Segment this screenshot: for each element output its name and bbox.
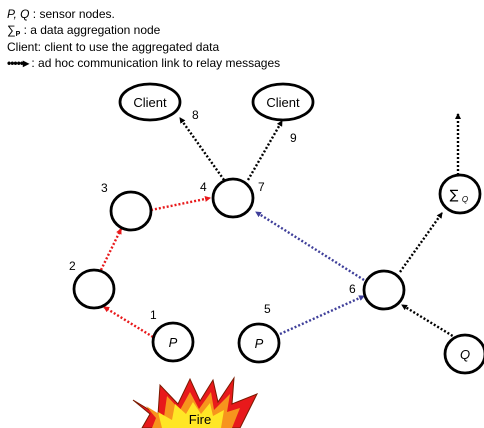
step-label-7: 7 bbox=[258, 180, 265, 194]
sensor-node-p1 bbox=[151, 321, 195, 363]
link-q-to-node6 bbox=[401, 303, 457, 340]
step-label-4: 4 bbox=[200, 180, 207, 194]
fire-label: Fire bbox=[189, 412, 211, 427]
legend-sigma-subscript: P bbox=[15, 31, 21, 38]
link-node6-to-node7 bbox=[255, 210, 365, 282]
link-node7-to-client-left bbox=[179, 117, 225, 181]
link-node3-to-node7 bbox=[150, 196, 211, 212]
legend-link: •••••▸ : ad hoc communication link to re… bbox=[7, 56, 280, 70]
sensor-q-label: Q bbox=[460, 347, 470, 362]
client-node-right bbox=[251, 82, 315, 122]
relay-node-7 bbox=[211, 177, 255, 219]
legend-sensor-text: : sensor nodes. bbox=[29, 7, 115, 21]
sigma-icon: ∑ bbox=[7, 23, 16, 37]
dotted-arrow-icon: •••••▸ bbox=[7, 56, 29, 70]
link-p1-to-node2 bbox=[103, 305, 154, 339]
step-label-1: 1 bbox=[150, 308, 157, 322]
sensor-node-q bbox=[443, 333, 484, 375]
sigma-icon: ∑ bbox=[450, 188, 459, 203]
client-left-label: Client bbox=[133, 95, 167, 110]
sigma-node-subscript: Q bbox=[462, 195, 468, 204]
sigma-node bbox=[438, 173, 482, 215]
relay-node-2 bbox=[72, 268, 116, 310]
step-label-5: 5 bbox=[264, 302, 271, 316]
client-node-left bbox=[118, 82, 182, 122]
links bbox=[99, 113, 461, 340]
legend-sensor-nodes: P, Q : sensor nodes. bbox=[7, 7, 115, 21]
legend-aggregation-node: ∑P : a data aggregation node bbox=[7, 23, 160, 42]
relay-node-6 bbox=[362, 269, 406, 311]
step-label-8: 8 bbox=[192, 108, 199, 122]
link-node2-to-node3 bbox=[99, 228, 123, 271]
legend-link-text: : ad hoc communication link to relay mes… bbox=[28, 56, 281, 70]
nodes: Client Client ∑ Q P P Q bbox=[72, 82, 484, 375]
sensor-p1-label: P bbox=[169, 335, 178, 350]
legend-sensor-vars: P, Q bbox=[7, 7, 30, 21]
client-right-label: Client bbox=[266, 95, 300, 110]
link-node6-to-sigma bbox=[399, 212, 443, 273]
step-label-9: 9 bbox=[290, 131, 297, 145]
link-node7-to-client-right bbox=[246, 120, 284, 181]
step-labels: 1 2 3 4 5 6 7 8 9 bbox=[69, 108, 356, 322]
step-label-3: 3 bbox=[101, 181, 108, 195]
legend-aggregation-text: : a data aggregation node bbox=[20, 23, 161, 37]
relay-node-3 bbox=[109, 190, 153, 232]
sensor-p2-label: P bbox=[255, 336, 264, 351]
sensor-node-p2 bbox=[237, 322, 281, 364]
legend-client: Client: client to use the aggregated dat… bbox=[7, 40, 220, 54]
step-label-6: 6 bbox=[349, 282, 356, 296]
link-p2-to-node6 bbox=[279, 294, 365, 336]
step-label-2: 2 bbox=[69, 259, 76, 273]
fire-icon: Fire bbox=[132, 376, 259, 428]
